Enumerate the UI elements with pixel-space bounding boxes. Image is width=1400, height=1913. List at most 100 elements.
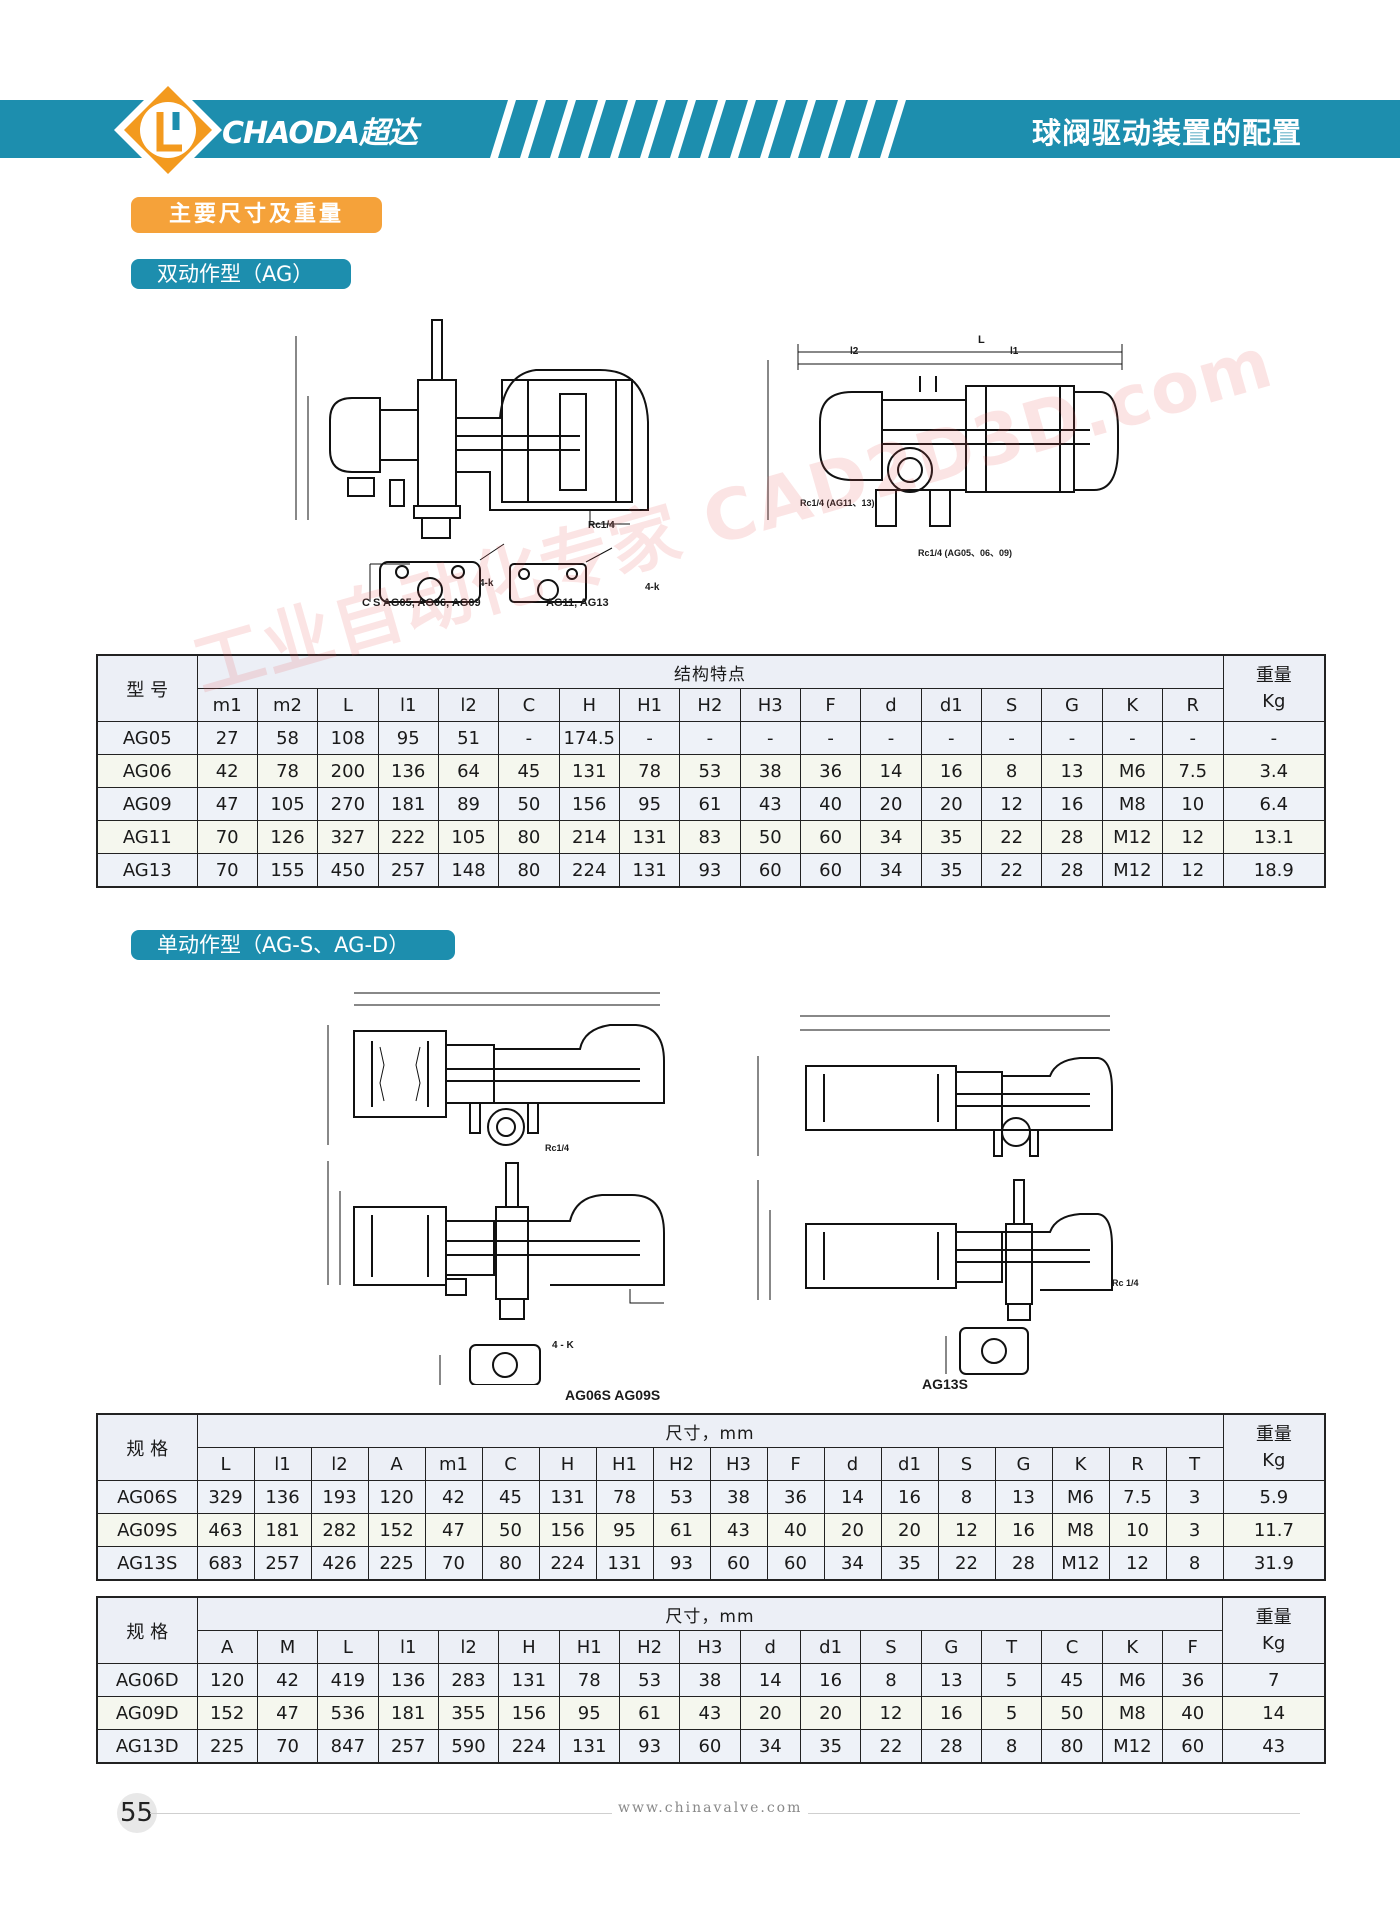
table-cell: 80 — [481, 1546, 540, 1581]
column-header: m2 — [256, 688, 319, 722]
table-cell: 270 — [317, 787, 379, 821]
double-k-label: 4-k — [479, 578, 494, 589]
table-cell: - — [799, 721, 862, 755]
table-cell: 131 — [538, 1480, 597, 1514]
table-cell: 5 — [980, 1696, 1043, 1730]
table-cell: 16 — [994, 1513, 1053, 1547]
column-header: A — [196, 1630, 258, 1664]
column-header: m1 — [196, 688, 258, 722]
table-cell: 22 — [860, 1729, 922, 1764]
table-cell: 156 — [498, 1696, 560, 1730]
model-cell: AG05 — [96, 721, 198, 755]
table-cell: 34 — [739, 1729, 801, 1764]
table-cell: 35 — [799, 1729, 862, 1764]
table-cell: 50 — [481, 1513, 540, 1547]
double-rc-label-3: Rc1/4 (AG05、06、09) — [918, 548, 1013, 558]
column-header: G — [1041, 688, 1103, 722]
column-header: H — [538, 1447, 597, 1481]
table-cell: 28 — [1041, 820, 1103, 854]
single-right-caption: AG13S — [922, 1376, 968, 1392]
column-header: H3 — [739, 688, 801, 722]
table-cell: 131 — [618, 853, 681, 888]
table-cell: 38 — [739, 754, 801, 788]
table-cell: 60 — [679, 1729, 741, 1764]
column-header: l2 — [437, 688, 500, 722]
table-cell: - — [1162, 721, 1224, 755]
column-header: d — [823, 1447, 882, 1481]
table-cell: 590 — [437, 1729, 500, 1764]
table-cell: 224 — [538, 1546, 597, 1581]
table-cell: 329 — [196, 1480, 255, 1514]
model-cell: AG06S — [96, 1480, 198, 1514]
table-cell: 283 — [437, 1663, 500, 1697]
single-k-label: 4 - K — [552, 1340, 574, 1351]
table-cell: 12 — [937, 1513, 996, 1547]
table-cell: 847 — [317, 1729, 379, 1764]
table-cell: 155 — [256, 853, 319, 888]
table-cell: 50 — [739, 820, 801, 854]
brand-name: CHAODA超达 — [222, 116, 418, 151]
weight-cell: 14 — [1222, 1696, 1326, 1730]
table-cell: 78 — [618, 754, 681, 788]
table-cell: 61 — [652, 1513, 711, 1547]
single-acting-heading: 单动作型（AG-S、AG-D） — [131, 930, 455, 960]
single-rc-label-2: Rc 1/4 — [1112, 1278, 1139, 1288]
table-cell: M6 — [1101, 754, 1164, 788]
column-header: K — [1101, 1630, 1164, 1664]
column-header: T — [980, 1630, 1043, 1664]
table-cell: 419 — [317, 1663, 379, 1697]
table-cell: 131 — [558, 1729, 620, 1764]
table-cell: 40 — [799, 787, 862, 821]
table-cell: 70 — [256, 1729, 319, 1764]
model-cell: AG09S — [96, 1513, 198, 1547]
model-cell: AG11 — [96, 820, 198, 854]
table-cell: 60 — [709, 1546, 768, 1581]
table-cell: M8 — [1051, 1513, 1110, 1547]
table-cell: 224 — [558, 853, 620, 888]
column-header: S — [860, 1630, 922, 1664]
column-header: K — [1101, 688, 1164, 722]
column-header: C — [1041, 1630, 1103, 1664]
table-cell: 8 — [860, 1663, 922, 1697]
table-cell: 42 — [196, 754, 258, 788]
table-cell: 60 — [1161, 1729, 1224, 1764]
table-cell: 108 — [317, 721, 379, 755]
table-cell: 78 — [558, 1663, 620, 1697]
column-header: R — [1162, 688, 1224, 722]
single-acting-right-drawing — [750, 1010, 1140, 1380]
table-cell: M8 — [1101, 787, 1164, 821]
table-cell: 45 — [498, 754, 560, 788]
column-header: R — [1108, 1447, 1167, 1481]
table-cell: 174.5 — [558, 721, 620, 755]
column-header: l2 — [310, 1447, 369, 1481]
table-cell: 16 — [1041, 787, 1103, 821]
table-cell: 60 — [799, 853, 862, 888]
table-cell: 35 — [920, 820, 982, 854]
table-cell: 8 — [937, 1480, 996, 1514]
weight-cell: 18.9 — [1222, 853, 1326, 888]
table-cell: 8 — [1165, 1546, 1224, 1581]
table-cell: 7.5 — [1162, 754, 1224, 788]
table-cell: 131 — [618, 820, 681, 854]
table-cell: 35 — [920, 853, 982, 888]
table-cell: 60 — [799, 820, 862, 854]
column-header: S — [980, 688, 1043, 722]
chaoda-logo-icon — [110, 72, 226, 188]
table-cell: 327 — [317, 820, 379, 854]
table-cell: 14 — [860, 754, 922, 788]
footer-url: www.chinavalve.com — [612, 1800, 809, 1816]
weight-cell: 11.7 — [1222, 1513, 1326, 1547]
group-header: 尺寸，mm — [196, 1413, 1224, 1448]
double-left-caption: C S AG05, AG06, AG09 — [362, 597, 481, 609]
table-cell: 13 — [994, 1480, 1053, 1514]
table-cell: 12 — [1108, 1546, 1167, 1581]
